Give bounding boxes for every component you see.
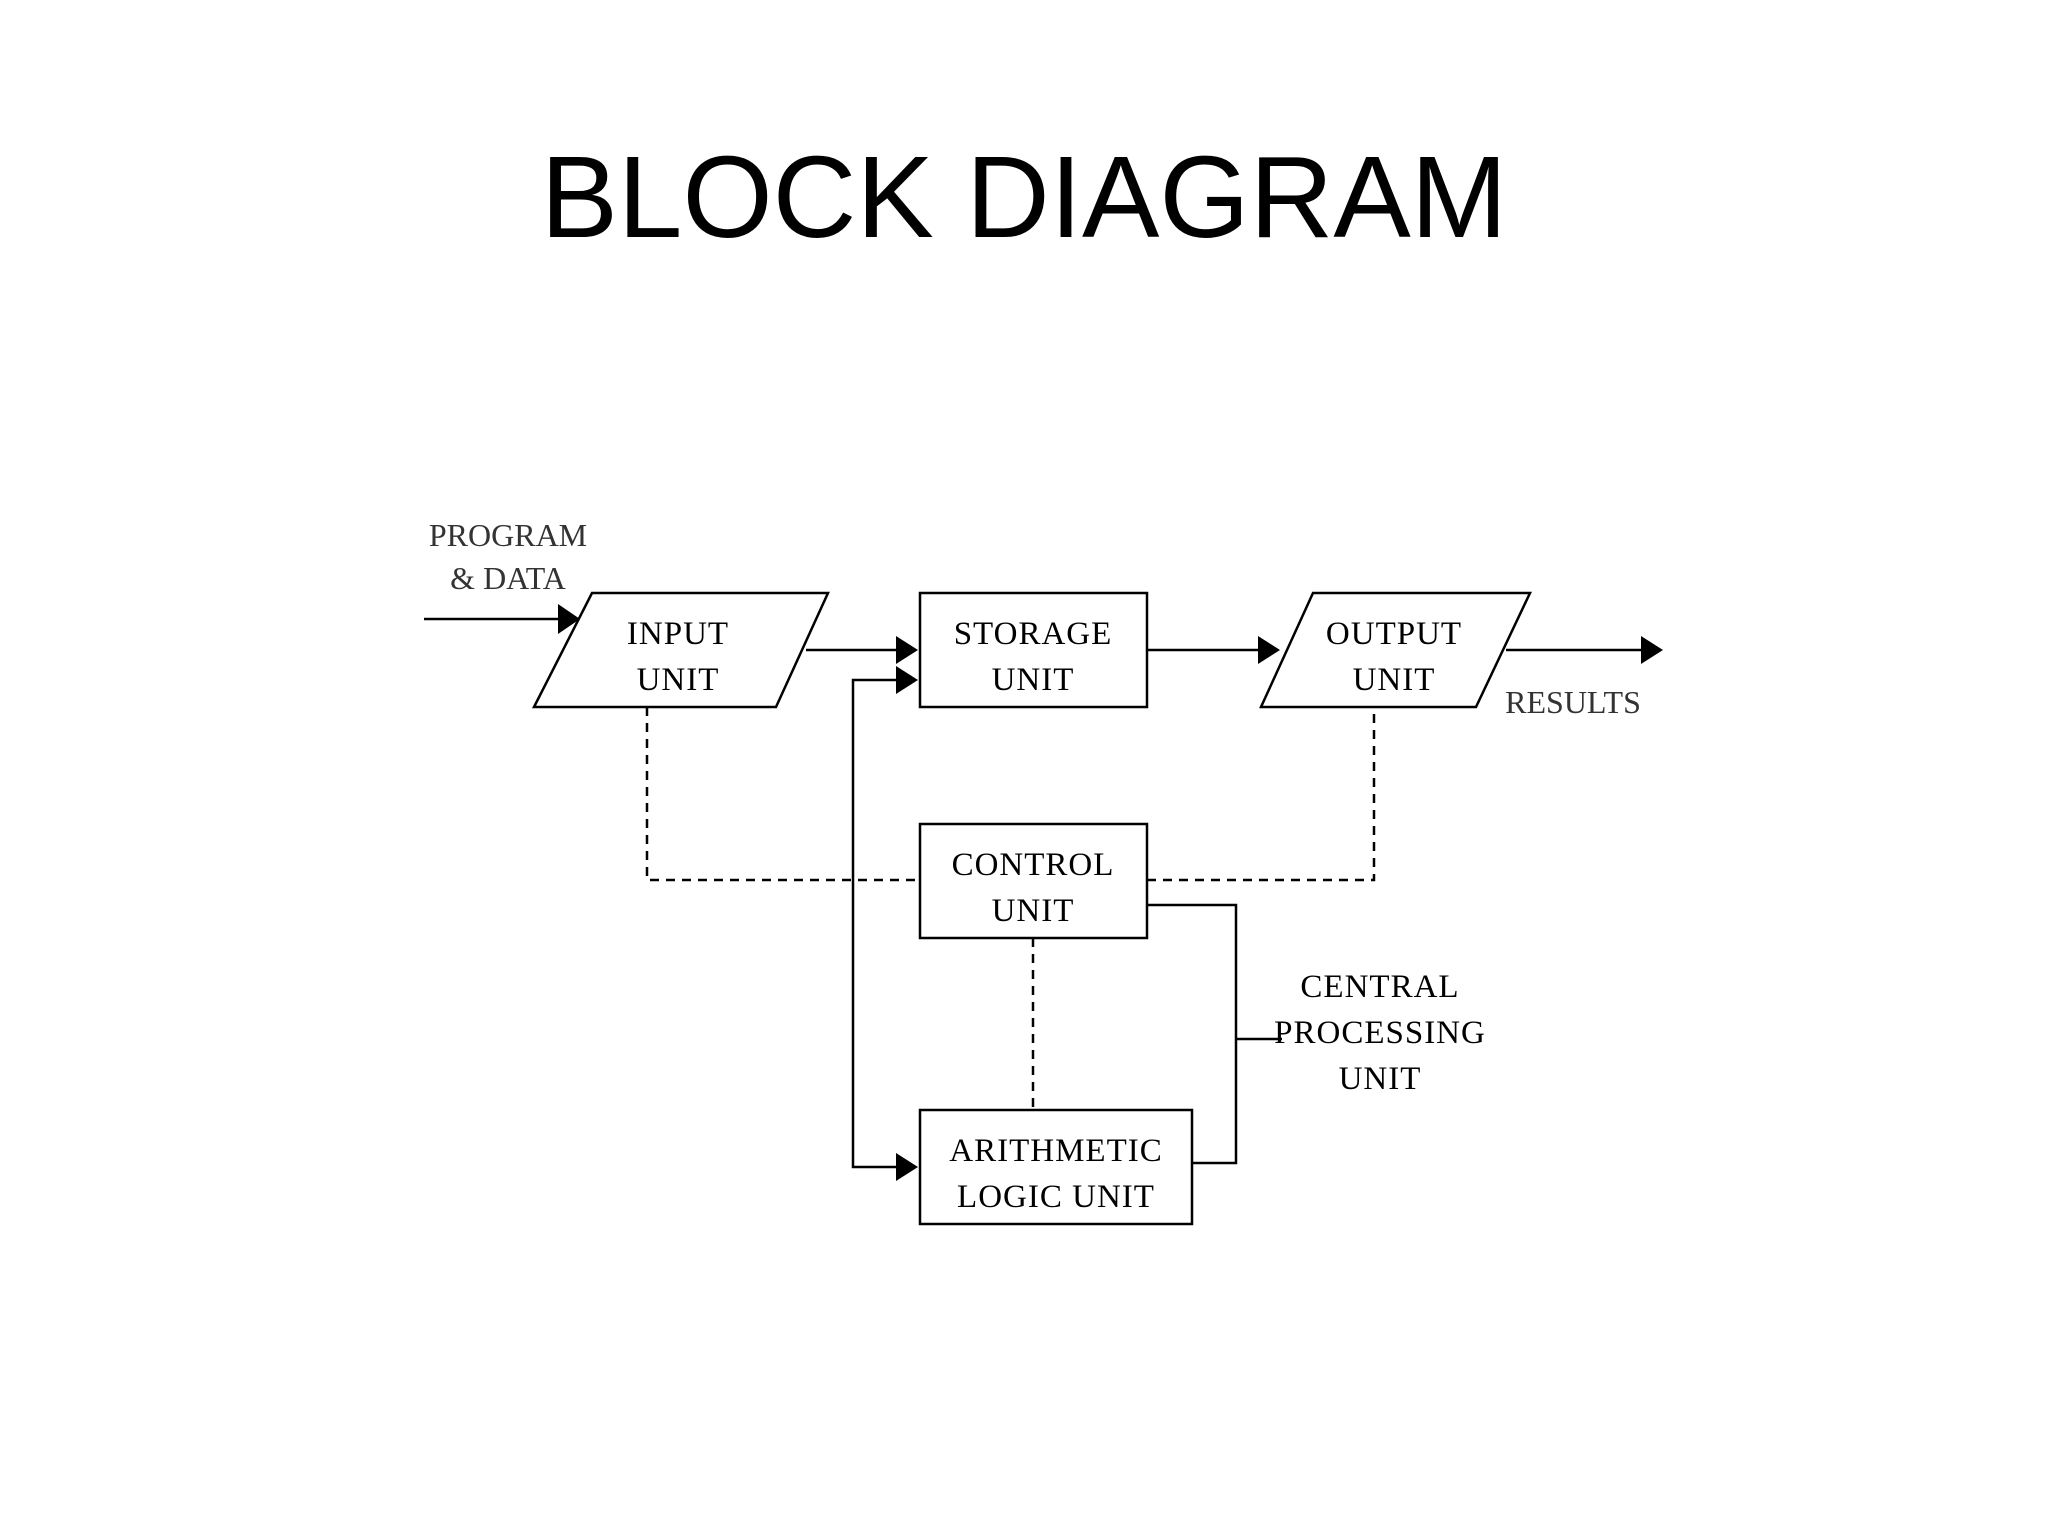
input-control-dashed-link: [645, 707, 920, 882]
program-data-label-line1: PROGRAM: [429, 517, 587, 553]
input-unit-label-line2: UNIT: [637, 662, 720, 698]
storage-feedback-arrowhead: [896, 666, 918, 694]
slide-title: BLOCK DIAGRAM: [540, 132, 1508, 262]
input-unit-label-line1: INPUT: [627, 616, 729, 652]
input-to-storage-arrowhead: [896, 636, 918, 664]
output-control-dashed-link: [1147, 707, 1376, 882]
control-unit-label-line2: UNIT: [992, 893, 1075, 929]
alu-input-arrowhead: [896, 1153, 918, 1181]
output-unit-block: [1259, 591, 1532, 709]
program-data-label-line2: & DATA: [450, 560, 566, 596]
alu-label-line2: LOGIC UNIT: [957, 1179, 1155, 1215]
cpu-label-line2: PROCESSING: [1274, 1015, 1486, 1051]
alu-block: [918, 1108, 1194, 1226]
cpu-bracket: [1147, 903, 1238, 1165]
input-unit-block: [531, 591, 830, 709]
storage-unit-label-line1: STORAGE: [954, 616, 1113, 652]
alu-storage-loop-line: [851, 678, 898, 1169]
output-unit-label-line2: UNIT: [1353, 662, 1436, 698]
alu-label-line1: ARITHMETIC: [949, 1133, 1162, 1169]
results-label: RESULTS: [1505, 684, 1641, 720]
control-unit-label-line1: CONTROL: [952, 847, 1115, 883]
program-data-arrowhead: [558, 604, 580, 634]
cpu-label-line3: UNIT: [1339, 1061, 1422, 1097]
storage-to-output-arrowhead: [1258, 636, 1280, 664]
storage-unit-block: [918, 591, 1149, 709]
cpu-label-line1: CENTRAL: [1300, 969, 1459, 1005]
results-arrowhead: [1641, 636, 1663, 664]
storage-unit-label-line2: UNIT: [992, 662, 1075, 698]
output-unit-label-line1: OUTPUT: [1326, 616, 1462, 652]
